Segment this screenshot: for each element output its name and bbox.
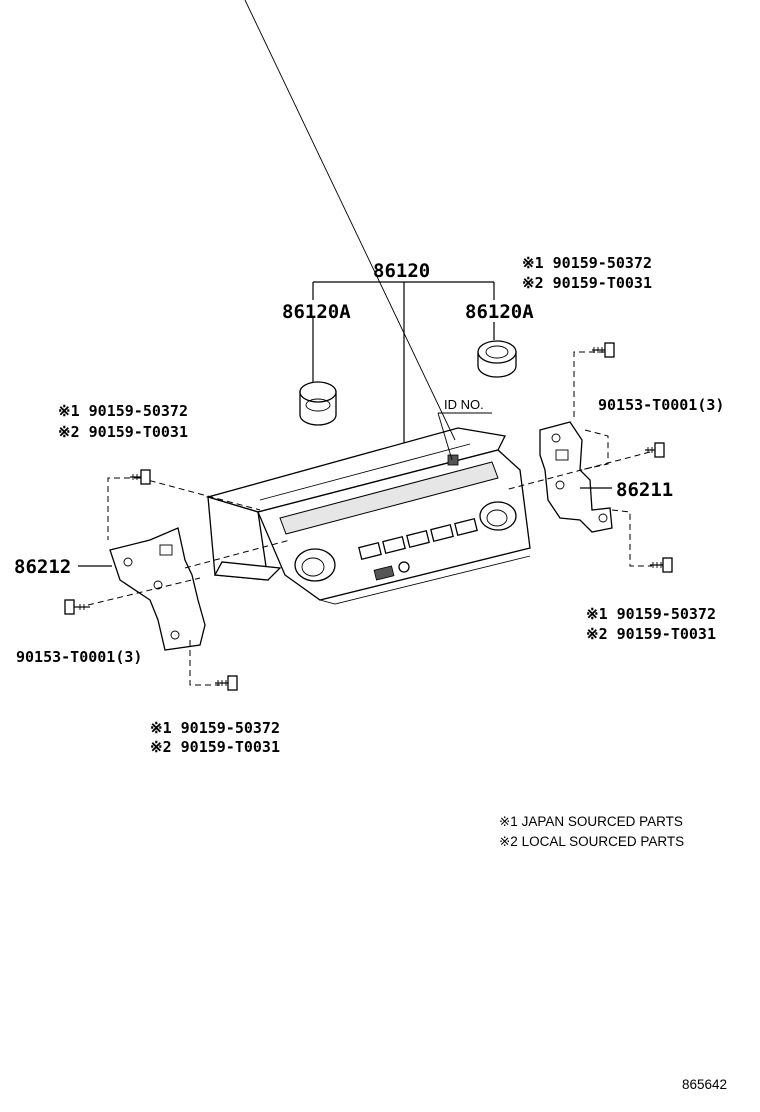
knob-right-icon — [477, 340, 517, 378]
label-screw-ml-1: ※1 90159-50372 — [58, 402, 188, 420]
label-bracket-right: 86211 — [616, 479, 673, 501]
screw-bottom-icon — [215, 675, 238, 691]
label-screw-br-1: ※1 90159-50372 — [586, 605, 716, 623]
label-screw-ml-2: ※2 90159-T0031 — [58, 423, 188, 441]
assembly-dashed-lines — [87, 351, 652, 686]
label-bracket-left: 86212 — [14, 556, 71, 578]
label-screw-bl-1: ※1 90159-50372 — [150, 719, 280, 737]
label-id-no: ID NO. — [444, 397, 484, 412]
label-screw-l-low: 90153-T0001(3) — [16, 648, 142, 666]
screw-mid-left-icon — [130, 469, 151, 485]
bracket-right-icon — [539, 421, 613, 533]
label-screw-br-2: ※2 90159-T0031 — [586, 625, 716, 643]
label-screw-tr-1: ※1 90159-50372 — [522, 254, 652, 272]
label-assembly: 86120 — [373, 260, 430, 282]
label-screw-r-mid: 90153-T0001(3) — [598, 396, 724, 414]
control-panel-icon — [205, 0, 531, 605]
label-screw-bl-2: ※2 90159-T0031 — [150, 738, 280, 756]
bracket-left-icon — [109, 527, 206, 651]
screw-right-mid-icon — [645, 442, 665, 458]
screw-left-low-icon — [64, 599, 90, 615]
screw-right-low-icon — [650, 557, 673, 573]
id-no-leader — [437, 412, 492, 461]
assembly-leader-lines — [312, 281, 495, 448]
label-knob-left: 86120A — [282, 301, 351, 323]
label-knob-right: 86120A — [465, 301, 534, 323]
screw-top-right-icon — [592, 342, 615, 358]
note-local-sourced: ※2 LOCAL SOURCED PARTS — [499, 834, 684, 849]
knob-left-icon — [299, 381, 337, 426]
label-screw-tr-2: ※2 90159-T0031 — [522, 274, 652, 292]
note-japan-sourced: ※1 JAPAN SOURCED PARTS — [499, 814, 683, 829]
diagram-id: 865642 — [682, 1077, 727, 1092]
